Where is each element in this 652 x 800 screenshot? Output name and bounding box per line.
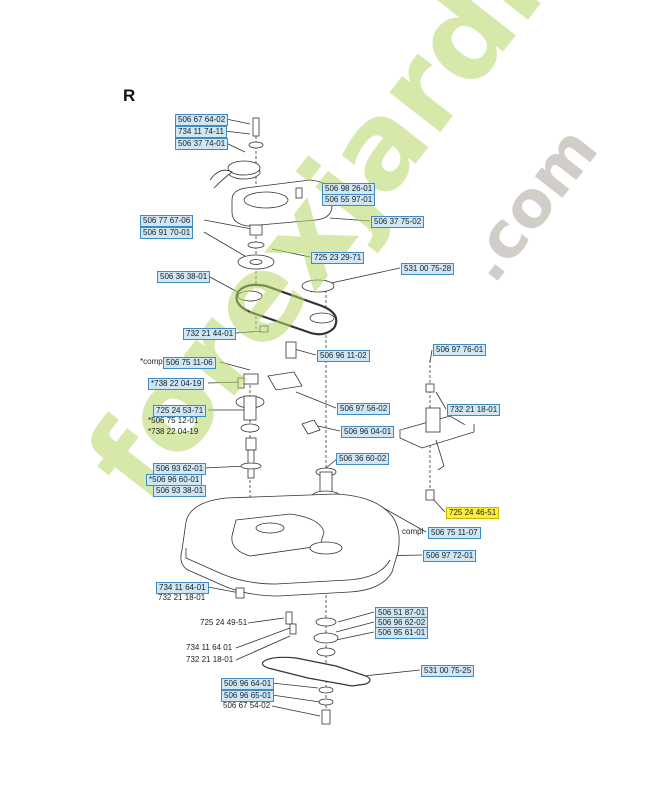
part-number-label: 725 23 29-71 [311, 252, 365, 264]
part-number-label: compl [402, 527, 424, 536]
part-number-label: 506 75 11-07 [428, 527, 481, 539]
part-number-label: 506 36 60-02 [336, 453, 390, 465]
part-number-label: 506 97 56-02 [337, 403, 391, 415]
part-number-label: 506 91 70-01 [140, 227, 194, 239]
part-number-label: 732 21 44-01 [183, 328, 237, 340]
part-number-label: 734 11 64-01 [156, 582, 209, 594]
part-number-label: 506 96 04-01 [341, 426, 395, 438]
part-number-label: 506 77 67-06 [140, 215, 194, 227]
part-number-label: *738 22 04-19 [148, 427, 199, 436]
part-number-label: 531 00 75-28 [401, 263, 455, 275]
part-number-label: 732 21 18-01 [186, 655, 234, 664]
part-number-label: *506 75 12-01 [148, 416, 199, 425]
part-number-label: 506 97 76-01 [433, 344, 487, 356]
part-number-label: *compl [140, 357, 165, 366]
part-number-label: 506 37 75-02 [371, 216, 425, 228]
part-number-label: 506 67 64-02 [175, 114, 229, 126]
part-number-label: 732 21 18-01 [447, 404, 501, 416]
part-number-label: 506 93 38-01 [153, 485, 207, 497]
part-number-label: 506 67 54-02 [223, 701, 271, 710]
part-number-label: 506 55 97-01 [322, 194, 376, 206]
part-number-label: 506 97 72-01 [423, 550, 477, 562]
part-number-label: 506 95 61-01 [375, 627, 429, 639]
part-number-label: 506 37 74-01 [175, 138, 229, 150]
sheet-letter: R [123, 86, 136, 105]
part-number-label: *738 22 04-19 [148, 378, 205, 390]
part-number-label: 531 00 75-25 [421, 665, 475, 677]
part-number-label: 506 75 11-06 [163, 357, 216, 369]
part-number-label: 734 11 74-11 [175, 126, 227, 138]
part-number-label: 506 96 11-02 [317, 350, 370, 362]
part-number-label: 725 24 49-51 [200, 618, 248, 627]
part-number-label: 506 96 65-01 [221, 690, 275, 702]
part-number-label: 732 21 18-01 [158, 593, 206, 602]
part-number-label: 506 96 64-01 [221, 678, 275, 690]
part-number-label: 725 24 46-51 [446, 507, 500, 519]
part-number-label: 734 11 64 01 [186, 643, 233, 652]
part-number-label: 725 24 53-71 [153, 405, 207, 417]
part-number-label: 506 36 38-01 [157, 271, 211, 283]
